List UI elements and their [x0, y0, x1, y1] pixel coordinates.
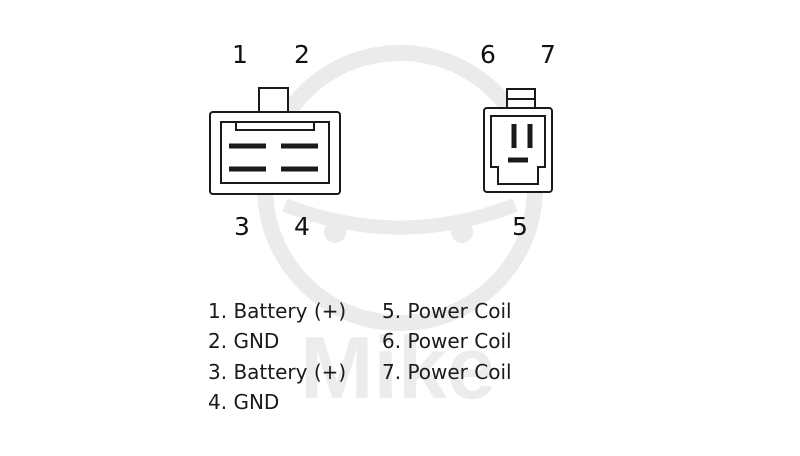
pin-3-label: 3 [234, 212, 250, 241]
connector-4pin [209, 87, 341, 195]
pin-1-label: 1 [232, 40, 248, 69]
legend-item-3: 3. Battery (+) [208, 360, 347, 384]
watermark-text: Mike [300, 318, 496, 417]
legend-item-5: 5. Power Coil [382, 299, 512, 323]
pin-5-label: 5 [512, 212, 528, 241]
pin-7-label: 7 [540, 40, 556, 69]
legend-item-6: 6. Power Coil [382, 329, 512, 353]
legend-item-2: 2. GND [208, 329, 280, 353]
pin-2-label: 2 [294, 40, 310, 69]
connector-3pin [483, 88, 553, 193]
legend-item-1: 1. Battery (+) [208, 299, 347, 323]
pin-4-label: 4 [294, 212, 310, 241]
legend-item-4: 4. GND [208, 390, 280, 414]
legend-item-7: 7. Power Coil [382, 360, 512, 384]
pin-6-label: 6 [480, 40, 496, 69]
